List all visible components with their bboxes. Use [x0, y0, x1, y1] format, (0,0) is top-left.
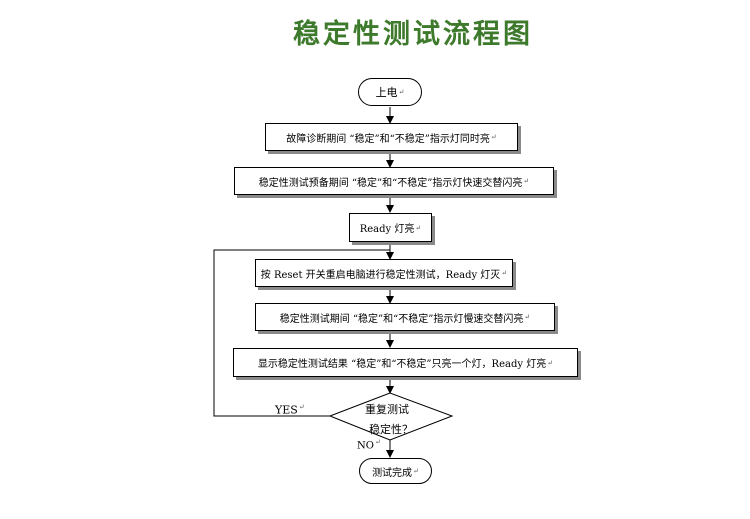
step-3-text: Ready 灯亮 [359, 224, 415, 235]
step-reset-restart: 按 Reset 开关重启电脑进行稳定性测试，Ready 灯灭↵ [255, 259, 513, 287]
diagram-title: 稳定性测试流程图 [293, 19, 533, 50]
decision-text-line2: 稳定性？ [369, 423, 413, 436]
step-6-text: 显示稳定性测试结果 “稳定”和“不稳定”只亮一个灯，Ready 灯亮 [257, 359, 547, 370]
step-4-text: 按 Reset 开关重启电脑进行稳定性测试，Ready 灯灭 [260, 269, 501, 281]
start-label: 上电 [375, 86, 398, 99]
end-terminal: 测试完成↵ [359, 458, 432, 484]
step-test-preparation: 稳定性测试预备期间 “稳定”和“不稳定”指示灯快速交替闪亮↵ [234, 167, 554, 195]
end-label: 测试完成 [372, 467, 413, 479]
yes-loop-line [213, 249, 390, 417]
step-fault-diagnosis: 故障诊断期间 “稳定”和“不稳定”指示灯同时亮↵ [265, 123, 518, 151]
step-ready-light-on: Ready 灯亮↵ [349, 213, 432, 242]
step-show-result: 显示稳定性测试结果 “稳定”和“不稳定”只亮一个灯，Ready 灯亮↵ [233, 348, 578, 377]
no-label: NO↵ [357, 438, 381, 452]
step-1-text: 故障诊断期间 “稳定”和“不稳定”指示灯同时亮 [286, 133, 490, 145]
step-5-text: 稳定性测试期间 “稳定”和“不稳定”指示灯慢速交替闪亮 [279, 313, 524, 325]
decision-diamond [328, 392, 454, 441]
start-terminal: 上电↵ [358, 78, 422, 106]
step-testing-period: 稳定性测试期间 “稳定”和“不稳定”指示灯慢速交替闪亮↵ [255, 303, 555, 331]
step-2-text: 稳定性测试预备期间 “稳定”和“不稳定”指示灯快速交替闪亮 [258, 177, 523, 189]
yes-label: YES↵ [275, 403, 305, 417]
decision-text-line1: 重复测试 [365, 403, 409, 416]
